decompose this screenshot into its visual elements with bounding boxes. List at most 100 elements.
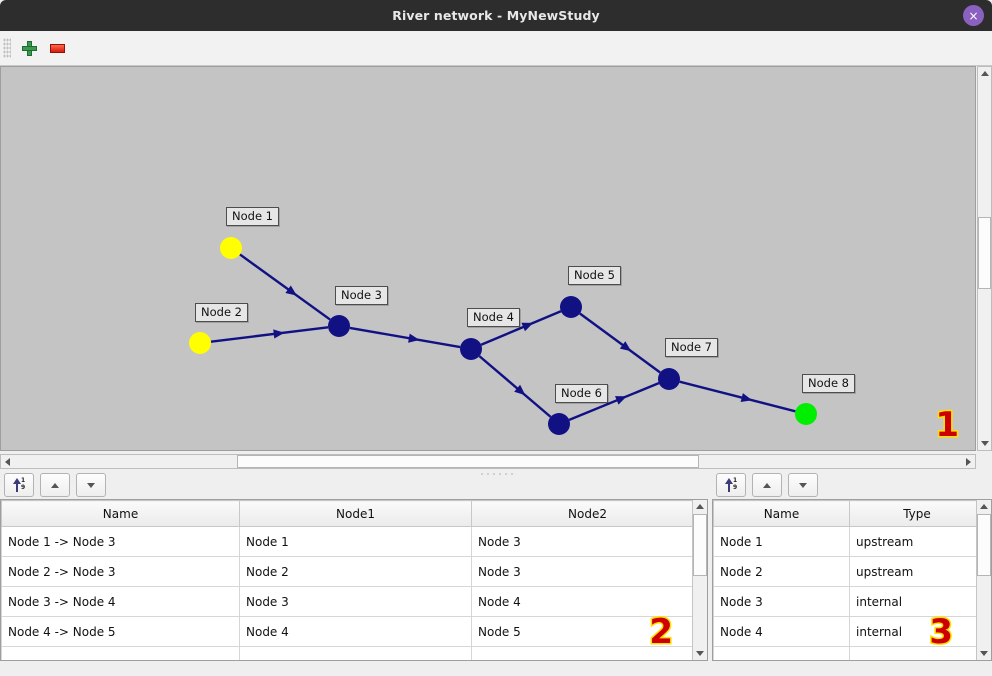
reaches-move-down-button[interactable] [76,473,106,497]
scroll-down-arrow[interactable] [978,437,991,450]
graph-vertical-scroll-thumb[interactable] [978,217,991,289]
column-header-name[interactable]: Name [1,500,240,527]
edge-arrow-icon [285,285,297,296]
table-cell[interactable]: Node 4 -> Node 5 [1,616,240,647]
graph-edge[interactable] [478,355,552,418]
column-header-name[interactable]: Name [713,500,850,527]
graph-node-node-1[interactable] [220,237,242,259]
table-cell[interactable]: Node 2 [713,556,850,587]
graph-edge[interactable] [239,253,331,321]
table-cell[interactable]: Node 1 -> Node 3 [1,526,240,557]
graph-node-label[interactable]: Node 5 [568,266,621,285]
graph-node-label[interactable]: Node 2 [195,303,248,322]
nodes-table-scrollbar[interactable] [976,500,991,660]
graph-edge[interactable] [349,326,461,349]
table-row[interactable] [713,646,985,660]
nodes-move-down-button[interactable] [788,473,818,497]
graph-node-node-8[interactable] [795,403,817,425]
table-cell[interactable]: Node 3 [471,526,704,557]
graph-node-node-7[interactable] [658,368,680,390]
graph-node-label[interactable]: Node 3 [335,286,388,305]
graph-node-label[interactable]: Node 4 [467,308,520,327]
river-network-canvas[interactable]: Node 1 Node 2 Node 3 Node 4 Node 5 Node 6 Node… [0,66,976,451]
triangle-up-icon [980,71,989,76]
table-cell[interactable]: Node 1 [239,526,472,557]
scroll-down-arrow[interactable] [693,647,706,660]
close-glyph: × [968,8,979,23]
graph-edge[interactable] [480,310,562,346]
graph-horizontal-scrollbar[interactable] [0,454,976,469]
graph-node-node-3[interactable] [328,315,350,337]
table-cell[interactable]: Node 3 -> Node 4 [1,586,240,617]
table-cell[interactable]: Node 2 -> Node 3 [1,556,240,587]
scroll-down-arrow[interactable] [977,647,990,660]
reaches-scroll-thumb[interactable] [693,514,707,576]
table-cell[interactable] [849,646,985,660]
horizontal-splitter[interactable] [0,469,992,477]
graph-vertical-scrollbar[interactable] [977,66,992,451]
table-cell[interactable]: upstream [849,526,985,557]
table-row[interactable] [1,646,704,660]
graph-node-node-2[interactable] [189,332,211,354]
close-icon[interactable]: × [963,5,984,26]
nodes-move-up-button[interactable] [752,473,782,497]
table-cell[interactable] [239,646,472,660]
main-toolbar [0,31,992,66]
table-cell[interactable]: Node 1 [713,526,850,557]
graph-node-node-6[interactable] [548,413,570,435]
table-cell[interactable] [713,646,850,660]
graph-node-label[interactable]: Node 8 [802,374,855,393]
graph-node-label[interactable]: Node 7 [665,338,718,357]
table-cell[interactable]: Node 3 [713,586,850,617]
column-header-type[interactable]: Type [849,500,985,527]
table-cell[interactable]: Node 2 [239,556,472,587]
scroll-up-arrow[interactable] [977,500,990,513]
remove-node-button[interactable] [43,34,71,62]
graph-node-node-5[interactable] [560,296,582,318]
scroll-right-arrow[interactable] [962,455,975,468]
graph-node-label[interactable]: Node 6 [555,384,608,403]
column-header-node1[interactable]: Node1 [239,500,472,527]
table-cell[interactable]: Node 3 [471,556,704,587]
scroll-up-arrow[interactable] [978,67,991,80]
table-cell[interactable]: Node 4 [239,616,472,647]
toolbar-drag-handle[interactable] [3,38,11,58]
scroll-up-arrow[interactable] [693,500,706,513]
add-node-button[interactable] [15,34,43,62]
table-cell[interactable]: upstream [849,556,985,587]
graph-edge[interactable] [210,326,329,343]
graph-edge[interactable] [568,382,660,421]
column-header-node2[interactable]: Node2 [471,500,704,527]
table-cell[interactable] [1,646,240,660]
table-cell[interactable]: internal [849,616,985,647]
table-cell[interactable]: Node 4 [713,616,850,647]
edge-arrow-icon [408,333,420,343]
table-cell[interactable]: internal [849,586,985,617]
graph-edge[interactable] [679,380,796,413]
graph-horizontal-scroll-thumb[interactable] [237,455,699,468]
reaches-move-up-button[interactable] [40,473,70,497]
table-cell[interactable]: Node 3 [239,586,472,617]
reaches-table-scrollbar[interactable] [692,500,707,660]
graph-node-label[interactable]: Node 1 [226,207,279,226]
nodes-scroll-thumb[interactable] [977,514,991,576]
table-cell[interactable]: Node 4 [471,586,704,617]
scroll-left-arrow[interactable] [1,455,14,468]
graph-node-node-4[interactable] [460,338,482,360]
graph-edge[interactable] [579,312,661,374]
